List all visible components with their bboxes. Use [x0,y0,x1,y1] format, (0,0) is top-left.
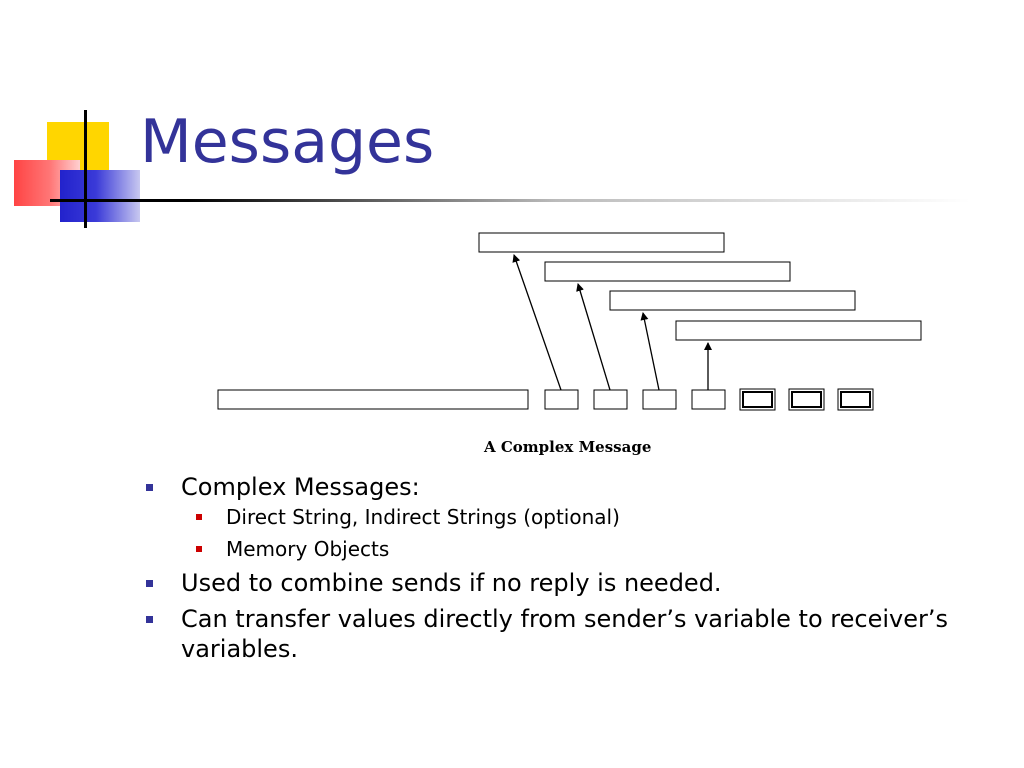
sub-bullet-text: Direct String, Indirect Strings (optiona… [226,505,620,529]
decor-vertical-line [84,110,87,228]
square-bullet-icon [146,580,153,587]
target-box-4 [675,320,922,341]
pointer-slot-3 [642,389,677,410]
pointer-slot-1 [544,389,579,410]
square-bullet-icon [146,484,153,491]
bullet-text: Used to combine sends if no reply is nee… [181,569,722,597]
bullet-complex-messages: Complex Messages: [146,472,986,502]
diagram-caption: A Complex Message [484,438,652,456]
pointer-arrow-3 [640,312,660,391]
target-box-2 [544,261,791,282]
pointer-slot-4 [691,389,726,410]
decor-blue-square [60,170,140,222]
pointer-arrow-1 [512,254,562,391]
bullet-text-line-1: Can transfer values directly from sender… [181,605,948,633]
memory-object-slot-3 [837,388,874,411]
direct-string-box [217,389,529,410]
memory-object-slot-1 [739,388,776,411]
memory-object-slot-2 [788,388,825,411]
sub-bullet-direct-string: Direct String, Indirect Strings (optiona… [146,504,986,530]
slide-title: Messages [140,107,435,177]
square-bullet-icon [146,616,153,623]
bullet-transfer-values: Can transfer values directly from sender… [146,604,986,664]
pointer-slot-2 [593,389,628,410]
square-bullet-icon [196,514,202,520]
bullet-list: Complex Messages: Direct String, Indirec… [146,472,986,670]
sub-bullet-text: Memory Objects [226,537,390,561]
square-bullet-icon [196,546,202,552]
title-underline [50,199,970,202]
target-box-1 [478,232,725,253]
target-box-3 [609,290,856,311]
pointer-arrow-2 [576,283,611,391]
bullet-combine-sends: Used to combine sends if no reply is nee… [146,568,986,598]
bullet-text-line-2: variables. [181,635,298,663]
sub-bullet-memory-objects: Memory Objects [146,536,986,562]
bullet-text: Complex Messages: [181,473,420,501]
